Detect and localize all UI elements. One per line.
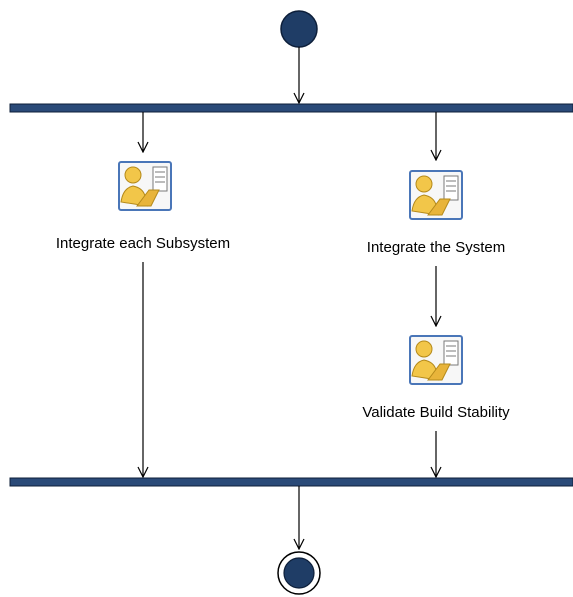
role-task-icon[interactable] [118,161,172,211]
activity-label-integrate-the-system: Integrate the System [367,239,505,256]
fork-bar[interactable] [9,103,573,113]
initial-node[interactable] [280,10,318,48]
role-task-icon[interactable] [409,170,463,220]
final-node[interactable] [277,551,321,595]
role-task-icon[interactable] [409,335,463,385]
activity-label-integrate-each-subsystem: Integrate each Subsystem [56,235,230,252]
activity-label-validate-build-stability: Validate Build Stability [362,404,510,421]
join-bar[interactable] [9,477,573,487]
